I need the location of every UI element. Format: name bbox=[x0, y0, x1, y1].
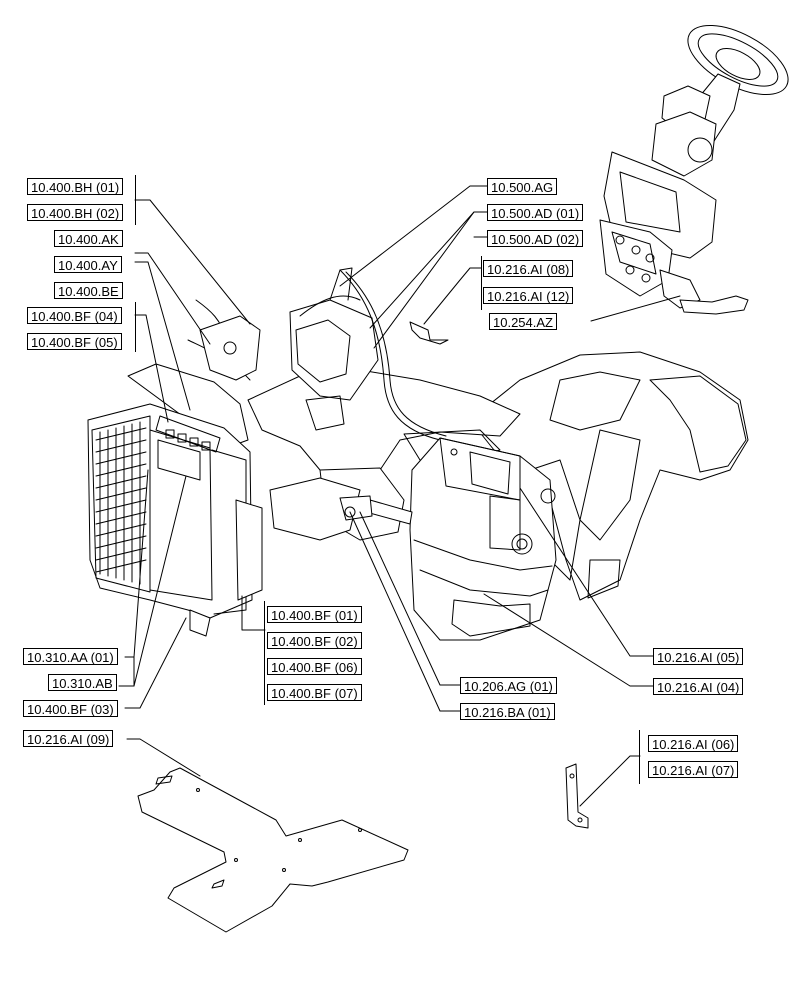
bf-group-bracket-upper bbox=[135, 302, 136, 352]
label-10-216-ai-06[interactable]: 10.216.AI (06) bbox=[648, 735, 739, 752]
label-10-310-aa-01[interactable]: 10.310.AA (01) bbox=[23, 648, 118, 665]
label-10-310-ab[interactable]: 10.310.AB bbox=[48, 674, 117, 691]
ai-group-bracket-right bbox=[639, 730, 640, 784]
steering-column-drawing bbox=[599, 24, 789, 315]
label-10-216-ba-01[interactable]: 10.216.BA (01) bbox=[460, 703, 555, 720]
bh-group-bracket bbox=[135, 175, 136, 225]
rear-frame-drawing bbox=[469, 351, 749, 601]
label-10-500-ad-01[interactable]: 10.500.AD (01) bbox=[487, 204, 584, 221]
small-bracket-drawing bbox=[409, 321, 449, 345]
label-10-216-ai-12[interactable]: 10.216.AI (12) bbox=[483, 287, 574, 304]
cooling-package-drawing bbox=[87, 299, 263, 637]
label-10-216-ai-09[interactable]: 10.216.AI (09) bbox=[23, 730, 114, 747]
label-10-500-ad-02[interactable]: 10.500.AD (02) bbox=[487, 230, 584, 247]
label-10-400-ay[interactable]: 10.400.AY bbox=[54, 256, 122, 273]
label-10-400-bh-01[interactable]: 10.400.BH (01) bbox=[27, 178, 124, 195]
bracket-drawing bbox=[565, 763, 589, 829]
label-10-400-bf-04[interactable]: 10.400.BF (04) bbox=[27, 307, 122, 324]
label-10-216-ai-04[interactable]: 10.216.AI (04) bbox=[653, 678, 744, 695]
label-10-400-be[interactable]: 10.400.BE bbox=[54, 282, 123, 299]
bf-group-bracket-left bbox=[264, 601, 265, 705]
label-10-400-bf-01[interactable]: 10.400.BF (01) bbox=[267, 606, 362, 623]
label-10-400-ak[interactable]: 10.400.AK bbox=[54, 230, 123, 247]
fuel-tank-drawing bbox=[409, 437, 557, 641]
label-10-400-bf-05[interactable]: 10.400.BF (05) bbox=[27, 333, 122, 350]
ai-group-bracket-top bbox=[481, 256, 482, 310]
label-10-400-bf-07[interactable]: 10.400.BF (07) bbox=[267, 684, 362, 701]
label-10-400-bf-06[interactable]: 10.400.BF (06) bbox=[267, 658, 362, 675]
leader-lines bbox=[118, 185, 681, 807]
label-10-400-bf-03[interactable]: 10.400.BF (03) bbox=[23, 700, 118, 717]
label-10-206-ag-01[interactable]: 10.206.AG (01) bbox=[460, 677, 557, 694]
label-10-400-bh-02[interactable]: 10.400.BH (02) bbox=[27, 204, 124, 221]
floor-plate-drawing bbox=[137, 767, 409, 933]
label-10-254-az[interactable]: 10.254.AZ bbox=[489, 313, 557, 330]
label-10-216-ai-05[interactable]: 10.216.AI (05) bbox=[653, 648, 744, 665]
label-10-216-ai-07[interactable]: 10.216.AI (07) bbox=[648, 761, 739, 778]
label-10-500-ag[interactable]: 10.500.AG bbox=[487, 178, 558, 195]
label-10-216-ai-08[interactable]: 10.216.AI (08) bbox=[483, 260, 574, 277]
label-10-400-bf-02[interactable]: 10.400.BF (02) bbox=[267, 632, 362, 649]
exhaust-tube-drawing bbox=[339, 495, 413, 525]
